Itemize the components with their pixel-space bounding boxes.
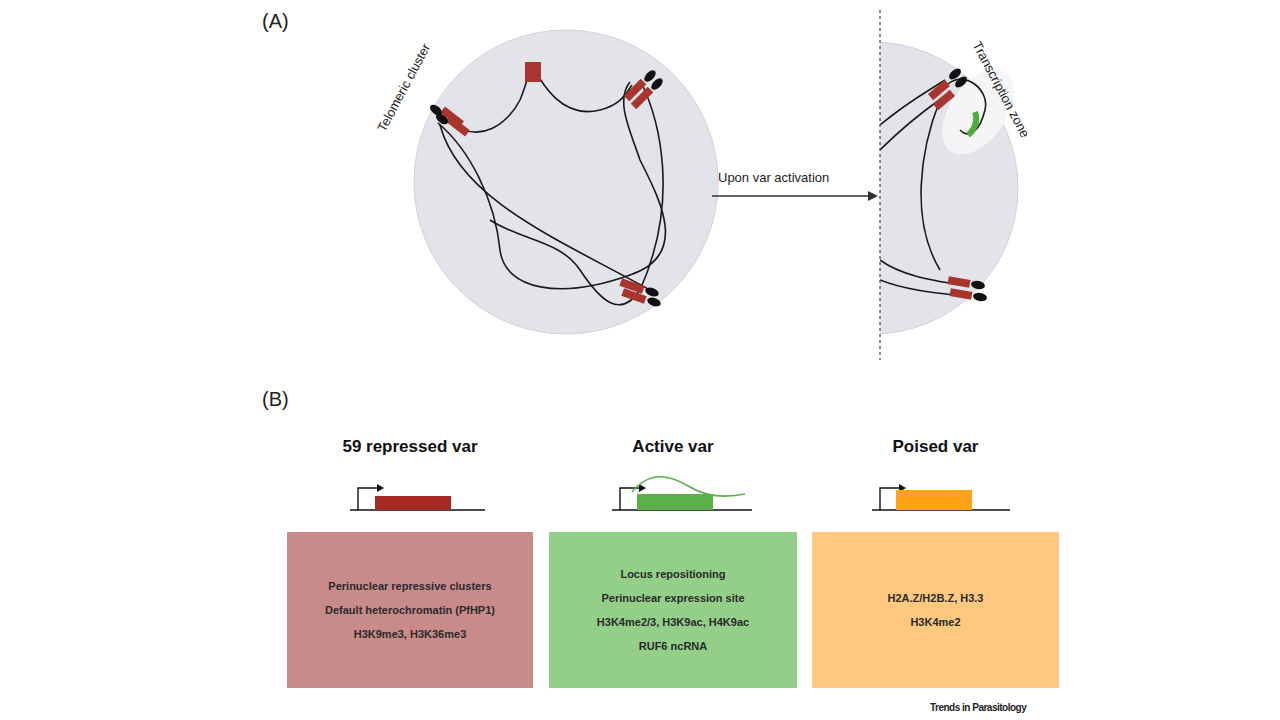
mark-line: Perinuclear repressive clusters [325,574,495,598]
gene-state-heading: Poised var [812,437,1059,457]
mark-line: H3K4me2 [888,610,984,634]
mark-line: H3K9me3, H3K36me3 [325,622,495,646]
nucleus [414,30,718,334]
telomeres [428,68,665,308]
feature-box: Active varLocus repositioningPerinuclear… [549,532,797,688]
poised-gene [896,490,972,510]
active-var-locus [968,112,976,135]
feature-box: 59 repressed varPerinuclear repressive c… [287,532,533,688]
nuclear-envelope-line [879,10,880,360]
repressed-gene [375,496,451,510]
feature-box: Poised varH2A.Z/H2B.Z, H3.3H3K4me2 [812,532,1059,688]
gene-icons [350,488,1010,510]
mark-line: RUF6 ncRNA [597,634,749,658]
mark-line: H3K4me2/3, H3K9ac, H4K9ac [597,610,749,634]
mark-line: Perinuclear expression site [597,586,749,610]
journal-watermark: Trends in Parasitology [930,702,1026,713]
panel-letter: (A) [262,10,289,33]
arrow-label: Upon var activation [718,170,829,185]
subtelomeric-regions [440,62,653,304]
mark-line: Locus repositioning [597,562,749,586]
box-body: Locus repositioningPerinuclear expressio… [597,562,749,658]
chromosomes [438,62,665,305]
box-body: Perinuclear repressive clustersDefault h… [325,574,495,646]
active-gene [637,494,713,510]
activation-arrow [712,195,870,196]
mark-line: Default heterochromatin (PfHP1) [325,598,495,622]
arrow-head [868,191,878,201]
gene-state-heading: Active var [549,437,797,457]
gene-state-heading: 59 repressed var [287,437,533,457]
box-body: H2A.Z/H2B.Z, H3.3H3K4me2 [888,586,984,634]
transcript [632,477,745,496]
panel-letter: (B) [262,388,289,411]
region-label: Telomeric cluster [374,41,433,134]
mark-line: H2A.Z/H2B.Z, H3.3 [888,586,984,610]
